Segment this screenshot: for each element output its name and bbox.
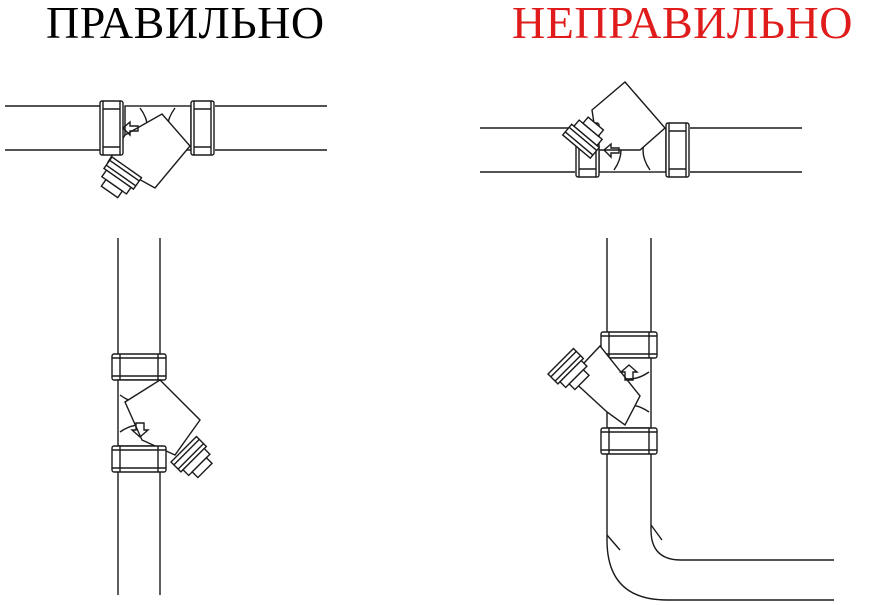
incorrect-horizontal-installation — [480, 81, 802, 178]
correct-vertical-installation — [111, 238, 219, 595]
correct-horizontal-installation — [5, 100, 327, 203]
correct-title: ПРАВИЛЬНО — [46, 0, 325, 48]
incorrect-title: НЕПРАВИЛЬНО — [512, 0, 853, 48]
incorrect-vertical-installation — [547, 238, 834, 601]
